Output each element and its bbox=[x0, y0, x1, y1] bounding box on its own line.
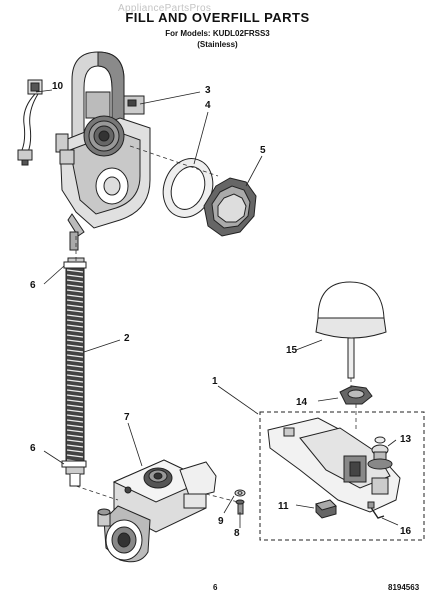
page-number: 6 bbox=[213, 583, 218, 592]
callout-5: 5 bbox=[260, 145, 266, 156]
callout-13: 13 bbox=[400, 434, 412, 445]
document-number: 8194563 bbox=[388, 583, 420, 592]
page-title: FILL AND OVERFILL PARTS bbox=[125, 10, 310, 25]
variant-line: (Stainless) bbox=[197, 40, 238, 49]
assembly-lines bbox=[75, 145, 357, 503]
callout-7: 7 bbox=[124, 412, 130, 423]
screw-part bbox=[235, 499, 245, 515]
callout-4: 4 bbox=[205, 100, 211, 111]
float-switch-assembly-part bbox=[259, 411, 425, 541]
models-line: For Models: KUDL02FRSS3 bbox=[165, 29, 270, 38]
fill-funnel-assembly-part bbox=[55, 51, 151, 251]
vent-cap-part bbox=[203, 177, 257, 237]
callout-11: 11 bbox=[278, 501, 289, 512]
callout-1: 1 bbox=[212, 376, 218, 387]
watermark: AppliancePartsPros bbox=[118, 3, 212, 14]
callout-14: 14 bbox=[296, 397, 308, 408]
callout-6-upper: 6 bbox=[30, 280, 36, 291]
inlet-valve-part bbox=[97, 459, 217, 563]
switch-lever-part bbox=[367, 501, 385, 519]
callout-8: 8 bbox=[234, 528, 240, 539]
float-switch-part bbox=[315, 499, 337, 519]
hose-clamp-part bbox=[61, 261, 87, 468]
callout-9: 9 bbox=[218, 516, 224, 527]
washer-part bbox=[234, 489, 246, 497]
callout-3: 3 bbox=[205, 85, 211, 96]
float-part bbox=[315, 281, 387, 379]
callout-6-lower: 6 bbox=[30, 443, 36, 454]
float-nut-part bbox=[339, 385, 373, 405]
bushing-part bbox=[367, 436, 393, 470]
callout-10: 10 bbox=[52, 81, 64, 92]
fill-hose-part bbox=[65, 257, 85, 487]
leader-lines bbox=[35, 89, 399, 528]
callout-labels: 10 3 4 5 6 2 6 7 15 1 14 13 11 16 9 8 bbox=[30, 81, 412, 539]
callout-16: 16 bbox=[400, 526, 412, 537]
callout-15: 15 bbox=[286, 345, 298, 356]
wire-harness-part bbox=[17, 79, 43, 166]
callout-2: 2 bbox=[124, 333, 130, 344]
